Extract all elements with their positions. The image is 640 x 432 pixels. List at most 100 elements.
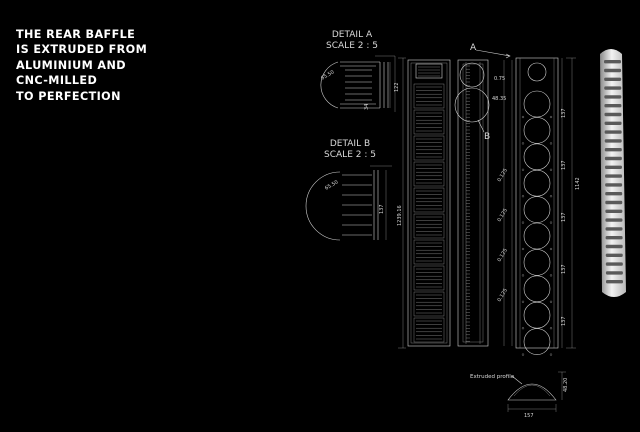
profile-outline [507,383,557,401]
baffle-slot [604,139,622,143]
tweeter-circle [527,62,547,82]
headline-line: IS EXTRUDED FROM [16,43,148,57]
side-segment [413,317,445,343]
driver-circles [521,90,553,356]
dim-137: 137 [561,316,567,326]
mount-hole [521,168,525,171]
driver-circle [523,222,551,250]
mount-hole [549,142,553,145]
callout-a: A [470,43,477,53]
baffle-slot [604,148,622,152]
baffle-slot [604,95,622,99]
baffle-slot [605,262,623,266]
headline-line: ALUMINIUM AND [16,58,126,72]
baffle-slot [604,112,622,117]
side-segment [413,213,445,239]
mount-hole [521,300,525,303]
side-segment [413,83,445,109]
baffle-slot [605,218,623,222]
baffle-slot [604,104,622,108]
mount-hole [549,195,553,198]
detail-b-scale: SCALE 2 : 5 [324,150,376,160]
dim-overall-length: 1239.16 [397,205,403,226]
dim-34: 34 [364,104,370,110]
detail-b-fins [342,174,372,236]
mount-hole [521,327,525,330]
dim-profile-height: 48.20 [563,378,569,392]
mount-hole [521,115,525,119]
baffle-slot [605,209,623,213]
mount-hole [549,300,553,303]
baffle-slot [605,271,623,275]
front-view-ticks [466,65,470,342]
baffle-slot [604,121,622,125]
dim-0-75: 0.75 [494,76,505,82]
baffle-slot [606,280,623,284]
dim-spacing: 0.125 [497,288,509,303]
side-segment [413,135,445,161]
dim-total-height: 1142 [575,177,581,190]
mount-hole [521,274,525,277]
side-view: 1239.16 [397,57,451,349]
mount-hole [549,247,553,251]
baffle-slot [604,165,622,169]
driver-circle [523,143,551,171]
baffle-slot [605,244,623,249]
baffle-slot [604,60,621,64]
detail-a-arc [320,61,339,109]
dim-48-35: 48.35 [492,96,506,102]
baffle-slot [604,156,622,161]
drivers-view: 1142 137 137 137 137 137 0.75 48.35 0.12… [492,57,581,356]
mount-hole [521,247,525,251]
callout-b: B [484,132,490,142]
side-view-segments [413,83,445,343]
mount-hole [549,168,553,171]
baffle-slot [604,68,622,73]
dim-65-50-a: 65.50 [320,69,335,81]
side-segment [413,291,445,317]
mount-hole [549,353,553,356]
detail-b-arc [305,171,341,241]
baffle-slot [604,77,622,81]
side-segment [413,265,445,291]
dim-137: 137 [561,108,567,118]
headline-line: CNC-MILLED [16,74,98,88]
baffle-slot [604,86,622,90]
driver-circle [523,301,551,329]
extruded-profile-label: Extruded profile [470,374,515,380]
dim-spacing: 0.125 [497,168,509,183]
driver-circle [523,117,551,144]
extruded-profile: Extruded profile 157 48.20 [470,371,569,419]
dim-spacing: 0.125 [497,248,509,263]
baffle-slot [605,200,623,205]
baffle-slot [605,192,623,196]
dim-137-b: 137 [379,204,385,214]
detail-b-marker [454,87,490,123]
side-segment [413,239,445,265]
detail-a-marker [459,62,485,88]
headline: THE REAR BAFFLE IS EXTRUDED FROM ALUMINI… [16,27,216,104]
headline-line: TO PERFECTION [16,89,121,103]
dim-profile-width: 157 [524,413,534,419]
detail-a-fins [345,69,372,101]
dim-65-50-b: 65.50 [324,179,339,191]
dim-122: 122 [394,82,400,92]
driver-circle [523,169,551,197]
mount-hole [549,221,553,224]
detail-a-scale: SCALE 2 : 5 [326,41,378,51]
baffle-slot [605,174,623,178]
mount-hole [521,142,525,145]
mount-hole [549,327,553,330]
side-segment [413,161,445,187]
driver-circle [523,249,551,276]
baffle-slot [605,253,623,257]
mount-hole [549,274,553,277]
dim-spacing: 0.125 [497,208,509,223]
detail-a: DETAIL A SCALE 2 : 5 65.50 34 122 [320,30,400,112]
dim-137: 137 [561,264,567,274]
baffle-slot [604,130,622,134]
side-segment [413,109,445,135]
baffle-cutouts [604,60,623,284]
mount-hole [549,115,553,119]
